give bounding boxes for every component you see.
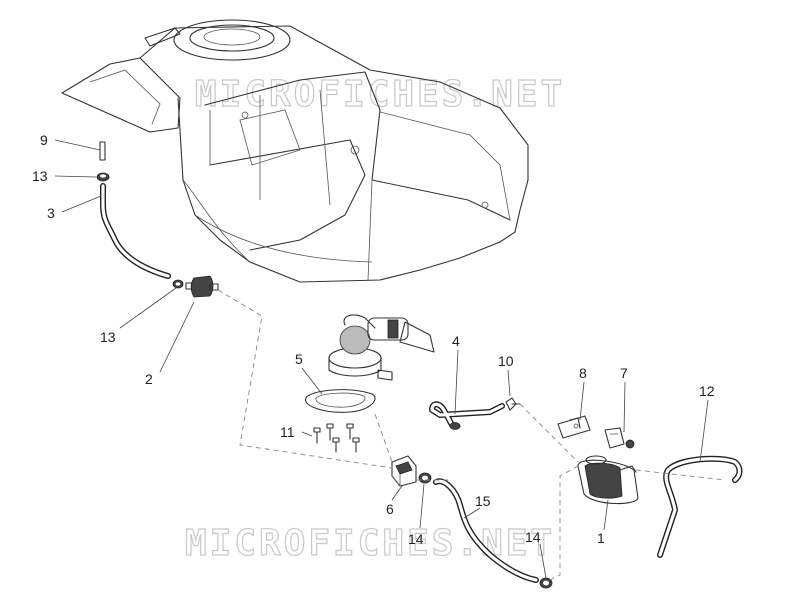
assembly-lines bbox=[217, 289, 726, 581]
part-2-valve bbox=[185, 275, 219, 298]
part-11-screws bbox=[313, 423, 360, 453]
part-9-pipe bbox=[99, 141, 106, 161]
part-6-grommet bbox=[391, 455, 417, 487]
callout-5: 5 bbox=[295, 351, 303, 367]
part-7-clip bbox=[604, 427, 635, 449]
callout-12: 12 bbox=[699, 383, 715, 399]
watermark-top: MICROFICHES.NET bbox=[195, 74, 565, 115]
part-13-clip-bottom bbox=[172, 279, 184, 289]
callout-13-bottom: 13 bbox=[100, 329, 116, 345]
part-5-gasket bbox=[305, 389, 376, 413]
part-14-clamp-right bbox=[539, 577, 553, 589]
fuel-pump-assembly bbox=[328, 314, 435, 381]
part-10-fitting bbox=[505, 397, 521, 411]
callout-13-top: 13 bbox=[32, 168, 48, 184]
callout-2: 2 bbox=[145, 371, 153, 387]
callout-7: 7 bbox=[620, 365, 628, 381]
callout-labels: 9 13 3 13 2 5 11 4 10 8 7 12 6 14 15 14 … bbox=[32, 132, 715, 547]
part-15-hose bbox=[433, 478, 539, 583]
part-1-canister bbox=[577, 455, 639, 505]
callout-4: 4 bbox=[452, 333, 460, 349]
leader-lines bbox=[54, 139, 709, 579]
callout-6: 6 bbox=[386, 501, 394, 517]
callout-8: 8 bbox=[579, 365, 587, 381]
callout-9: 9 bbox=[40, 132, 48, 148]
callout-14-left: 14 bbox=[408, 531, 424, 547]
fuel-tank bbox=[61, 19, 529, 283]
watermark-bottom: MICROFICHES.NET bbox=[185, 523, 555, 564]
callout-3: 3 bbox=[47, 205, 55, 221]
part-3-hose bbox=[100, 183, 171, 279]
part-14-clamp-left bbox=[418, 472, 432, 484]
callout-1: 1 bbox=[597, 530, 605, 546]
part-13-clip-top bbox=[96, 172, 110, 182]
part-8-bracket bbox=[557, 415, 591, 439]
callout-10: 10 bbox=[498, 353, 514, 369]
callout-15: 15 bbox=[475, 493, 491, 509]
part-4-hose bbox=[429, 401, 505, 430]
part-12-hose bbox=[657, 455, 743, 558]
callout-14-right: 14 bbox=[525, 529, 541, 545]
callout-11: 11 bbox=[280, 424, 295, 440]
